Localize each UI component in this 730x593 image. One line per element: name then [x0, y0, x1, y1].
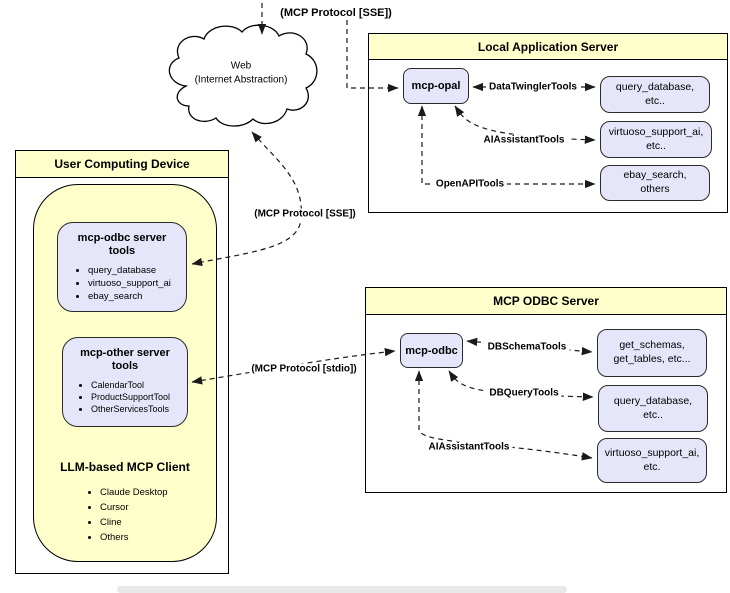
- target-line: others: [640, 183, 670, 195]
- mcp-opal-node: mcp-opal: [403, 68, 469, 104]
- llm-client-list: Claude Desktop Cursor Cline Others: [88, 487, 168, 547]
- cloud-line2: (Internet Abstraction): [194, 74, 288, 85]
- list-item: Others: [100, 532, 168, 543]
- cloud-line1: Web: [230, 60, 252, 72]
- ebay-search-box: ebay_search, others: [600, 165, 710, 201]
- protocol-label-stdio: (MCP Protocol [stdio]): [249, 363, 359, 375]
- mcp-other-server-tools-title: mcp-other server tools: [80, 347, 170, 373]
- list-item: Claude Desktop: [100, 487, 168, 498]
- list-item: virtuoso_support_ai: [88, 278, 186, 289]
- target-line: virtuoso_support_ai,: [608, 125, 704, 138]
- target-line: get_tables, etc...: [613, 353, 691, 365]
- target-line: etc.: [643, 460, 661, 473]
- virtuoso-support-ai-box: virtuoso_support_ai, etc..: [600, 121, 712, 158]
- list-item: Cursor: [100, 502, 168, 513]
- list-item: OtherServicesTools: [91, 404, 187, 414]
- datatwingler-label: DataTwinglerTools: [486, 81, 580, 93]
- target-line: etc..: [645, 94, 665, 107]
- target-line: query_database,: [613, 394, 693, 407]
- mcp-odbc-node: mcp-odbc: [400, 333, 463, 368]
- user-computing-device-title: User Computing Device: [16, 151, 228, 178]
- horizontal-scrollbar[interactable]: [117, 586, 567, 593]
- list-item: ebay_search: [88, 291, 186, 302]
- mcp-other-server-tools-box: mcp-other server tools CalendarTool Prod…: [62, 337, 188, 427]
- aiassistant-bottom-label: AIAssistantTools: [425, 441, 513, 453]
- query-database-box-2: query_database, etc..: [598, 385, 708, 432]
- target-line: etc..: [646, 139, 666, 152]
- protocol-label-sse-mid: (MCP Protocol [SSE]): [252, 208, 358, 220]
- get-schemas-box: get_schemas, get_tables, etc...: [597, 329, 707, 377]
- list-item: CalendarTool: [91, 380, 187, 390]
- list-item: Cline: [100, 517, 168, 528]
- dbquery-label: DBQueryTools: [486, 387, 562, 399]
- target-line: get_schemas,: [619, 339, 685, 352]
- openapi-label: OpenAPITools: [432, 178, 508, 190]
- mcp-odbc-server-title: MCP ODBC Server: [366, 288, 726, 315]
- virtuoso-support-ai-box-2: virtuoso_support_ai, etc.: [597, 438, 707, 483]
- aiassistant-top-label: AIAssistantTools: [480, 134, 568, 146]
- mcp-odbc-server-tools-title: mcp-odbc server tools: [77, 232, 167, 258]
- mcp-other-server-tools-list: CalendarTool ProductSupportTool OtherSer…: [63, 380, 187, 414]
- list-item: query_database: [88, 265, 186, 276]
- target-line: ebay_search,: [623, 169, 687, 182]
- llm-client-title: LLM-based MCP Client: [60, 460, 190, 474]
- protocol-label-sse-top: (MCP Protocol [SSE]): [280, 7, 392, 19]
- mcp-odbc-server-tools-list: query_database virtuoso_support_ai ebay_…: [58, 265, 186, 302]
- target-line: etc..: [643, 408, 663, 421]
- web-cloud-label: Web (Internet Abstraction): [195, 60, 288, 87]
- query-database-box: query_database, etc..: [600, 76, 710, 113]
- mcp-odbc-server-tools-box: mcp-odbc server tools query_database vir…: [57, 222, 187, 312]
- list-item: ProductSupportTool: [91, 392, 187, 402]
- target-line: virtuoso_support_ai,: [604, 446, 700, 459]
- target-line: query_database,: [615, 80, 695, 93]
- local-application-server-title: Local Application Server: [369, 34, 727, 60]
- dbschema-label: DBSchemaTools: [484, 341, 570, 353]
